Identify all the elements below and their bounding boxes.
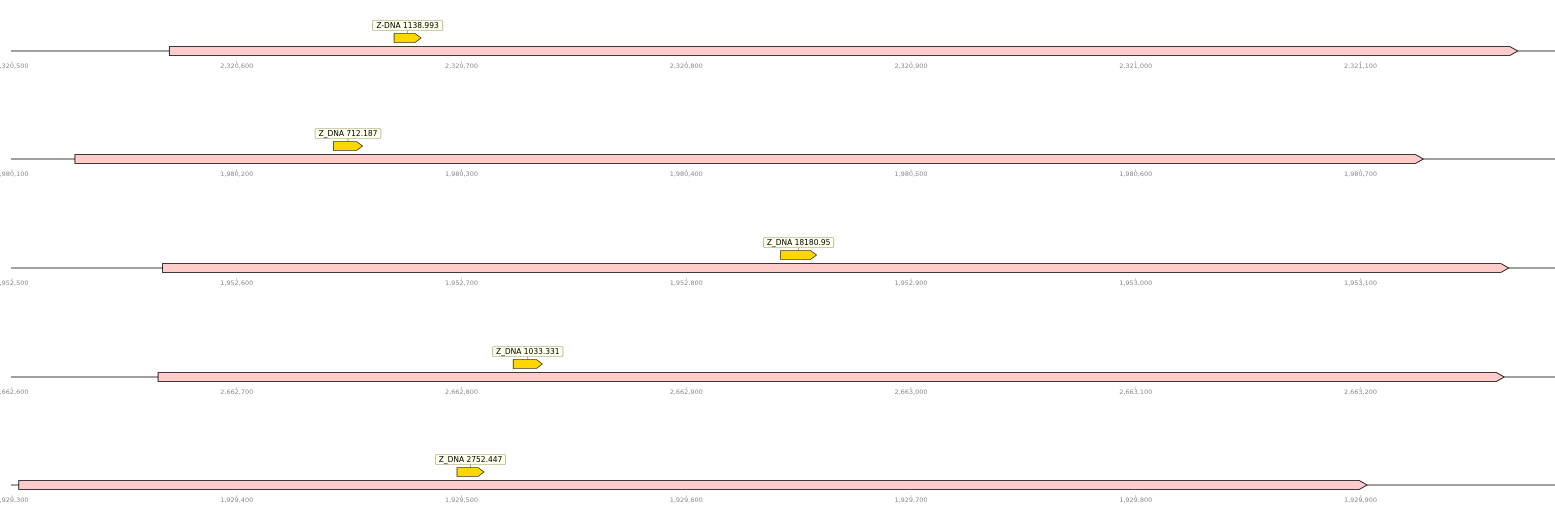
axis-tick-label: 2,663,200 — [1344, 388, 1377, 396]
axis-tick-label: 2,321,000 — [1119, 62, 1152, 70]
feature-label-box — [372, 20, 444, 31]
z-dna-feature-arrow[interactable] — [512, 359, 543, 369]
feature-label-box — [434, 454, 506, 465]
axis-tick-label: 1,929,600 — [670, 496, 703, 504]
axis-tick-label: 1,952,900 — [894, 279, 927, 287]
gene-feature-arrow[interactable] — [18, 480, 1369, 490]
axis-tick-label: 1,953,100 — [1344, 279, 1377, 287]
z-dna-feature-arrow[interactable] — [780, 250, 818, 260]
axis-tick-label: 1,980,400 — [670, 170, 703, 178]
axis-tick-label: 2,662,800 — [445, 388, 478, 396]
axis-tick-label: 1,929,800 — [1119, 496, 1152, 504]
track-4: 2,662,600 2,662,700 2,662,800 2,662,900 2,66… — [0, 346, 1555, 396]
axis-tick-label: 1,952,700 — [445, 279, 478, 287]
axis-tick-label: 1,980,600 — [1119, 170, 1152, 178]
z-dna-feature-arrow[interactable] — [393, 33, 422, 43]
axis-tick-label: 2,320,500 — [0, 62, 29, 70]
axis-tick-label: 2,663,000 — [894, 388, 927, 396]
gene-feature-arrow[interactable] — [168, 46, 1519, 56]
axis-tick-label: 1,953,000 — [1119, 279, 1152, 287]
axis-tick-label: 1,952,500 — [0, 279, 29, 287]
axis-tick-label: 1,980,500 — [894, 170, 927, 178]
axis-tick-label: 1,929,300 — [0, 496, 29, 504]
feature-label-box — [763, 237, 835, 248]
axis-tick-label: 1,952,600 — [220, 279, 253, 287]
feature-label: Z_DNA 1033.331 — [496, 347, 560, 356]
feature-label: Z_DNA 2752.447 — [439, 455, 503, 464]
feature-label: Z_DNA 18180.95 — [767, 238, 831, 247]
axis-tick-label: 1,980,200 — [220, 170, 253, 178]
axis-tick-label: 2,663,100 — [1119, 388, 1152, 396]
track-2: 1,980,100 1,980,200 1,980,300 1,980,400 1,98… — [0, 128, 1555, 178]
feature-label-box — [492, 346, 564, 357]
axis-tick-label: 2,662,700 — [220, 388, 253, 396]
gene-feature-arrow[interactable] — [162, 263, 1510, 273]
axis-tick-label: 2,321,100 — [1344, 62, 1377, 70]
axis-tick-label: 2,320,800 — [670, 62, 703, 70]
feature-label: Z-DNA 1138.993 — [376, 21, 439, 30]
track-5: 1,929,300 1,929,400 1,929,500 1,929,600 1,92… — [0, 454, 1555, 504]
z-dna-feature-arrow[interactable] — [333, 141, 364, 151]
axis-tick-label: 2,320,700 — [445, 62, 478, 70]
gene-feature-arrow[interactable] — [74, 154, 1425, 164]
z-dna-feature-arrow[interactable] — [456, 467, 485, 477]
feature-label: Z_DNA 712.187 — [319, 129, 378, 138]
gene-feature-arrow[interactable] — [157, 372, 1506, 382]
axis-tick-label: 2,320,600 — [220, 62, 253, 70]
feature-label-box — [314, 128, 382, 139]
axis-tick-label: 1,929,700 — [894, 496, 927, 504]
axis-tick-label: 1,929,900 — [1344, 496, 1377, 504]
axis-tick-label: 2,662,900 — [670, 388, 703, 396]
axis-tick-label: 1,980,100 — [0, 170, 29, 178]
axis-tick-label: 1,929,500 — [445, 496, 478, 504]
axis-tick-label: 1,980,300 — [445, 170, 478, 178]
axis-tick-label: 1,929,400 — [220, 496, 253, 504]
axis-tick-label: 1,980,700 — [1344, 170, 1377, 178]
track-1: 2,320,500 2,320,600 2,320,700 2,320,800 2,32… — [0, 20, 1555, 70]
axis-tick-label: 2,662,600 — [0, 388, 29, 396]
track-3: 1,952,500 1,952,600 1,952,700 1,952,800 1,95… — [0, 237, 1555, 287]
axis-tick-label: 2,320,900 — [894, 62, 927, 70]
axis-tick-label: 1,952,800 — [670, 279, 703, 287]
